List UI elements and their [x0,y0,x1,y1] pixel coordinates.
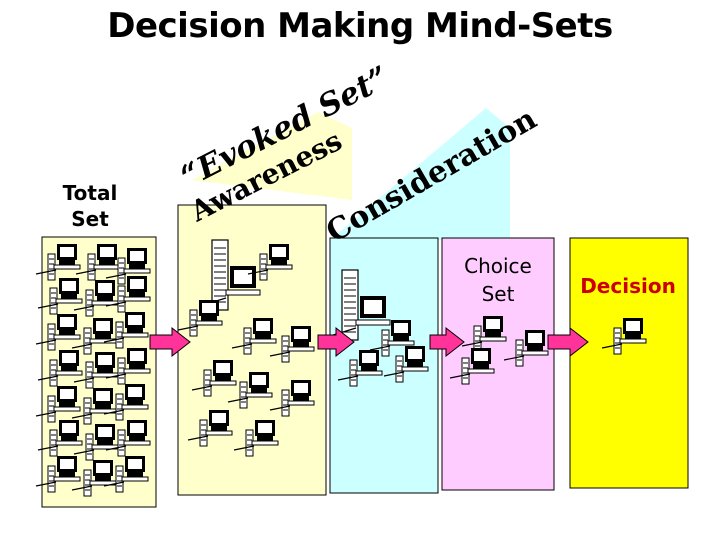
decision-box [569,237,689,489]
arrow-right-icon [317,326,355,358]
choice-set-label: Choice Set [442,252,554,308]
arrow-right-icon [429,326,465,358]
page-title: Decision Making Mind-Sets [107,6,613,46]
choice-set-label-line2: Set [481,282,515,306]
arrow-right-icon [547,326,589,358]
choice-set-box [441,237,555,491]
total-set-label-line2: Set [71,207,109,231]
evoked-set-band [192,112,352,200]
total-set-label-line1: Total [62,181,118,205]
arrow-right-icon [149,326,191,358]
total-set-label: Total Set [45,180,135,232]
stage-arrows [149,326,589,358]
consideration-band [330,108,510,240]
decision-label: Decision [580,274,676,298]
choice-set-label-line1: Choice [464,254,532,278]
